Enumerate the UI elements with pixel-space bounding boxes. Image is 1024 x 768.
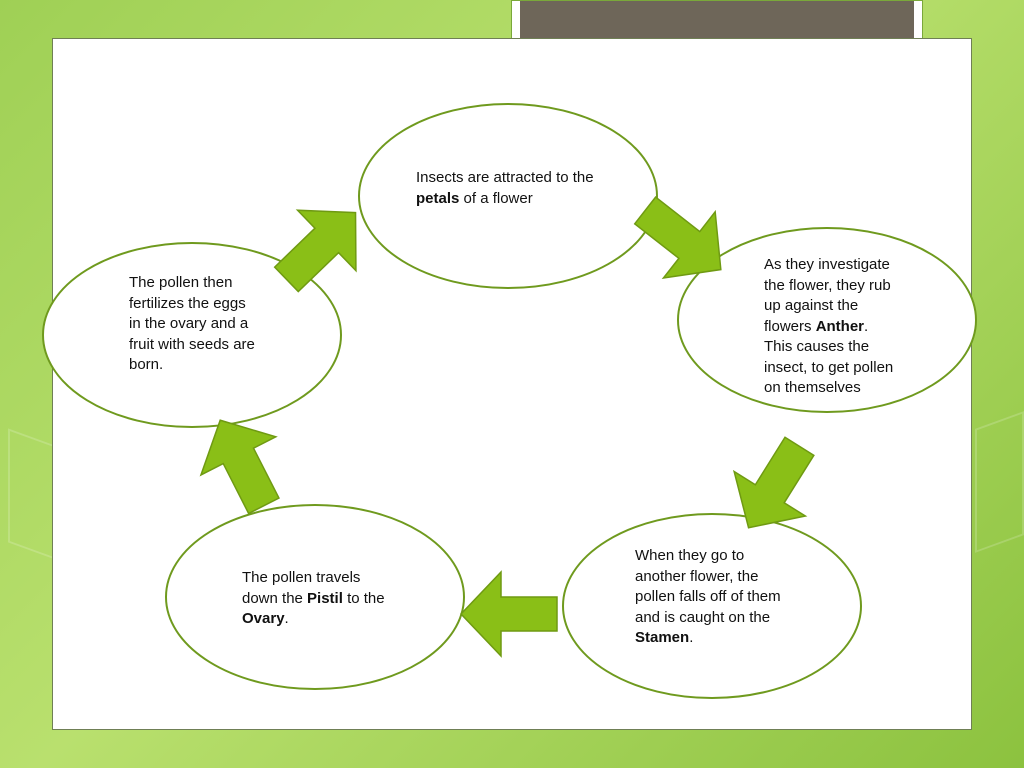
cycle-node-pistil (165, 504, 465, 690)
arrow-anther-to-stamen (732, 436, 815, 529)
arrow-pistil-to-fruit (199, 419, 280, 515)
step-text-pre: As they investigate the flower, they rub… (764, 256, 891, 335)
arrow-petals-to-anther (633, 195, 722, 280)
step-text-post: . (689, 629, 694, 646)
cycle-node-petals (358, 103, 658, 289)
step-text-pre: Insects are attracted to the (416, 169, 594, 186)
step-stamen-text: When they go to another flower, the poll… (635, 546, 785, 649)
cycle-node-stamen (562, 513, 862, 699)
step-text-bold: Anther (815, 317, 865, 335)
step-text-pre: The pollen travels down the (242, 569, 361, 607)
step-petals-text: Insects are attracted to the petals of a… (416, 168, 596, 209)
step-anther-text: As they investigate the flower, they rub… (764, 255, 899, 399)
arrow-stamen-to-pistil (459, 570, 558, 658)
step-text-bold: Stamen (635, 629, 690, 646)
cycle-node-anther (677, 227, 977, 413)
step-pistil-text: The pollen travels down the Pistil to th… (242, 568, 397, 630)
step-text-post: . This causes the insect, to get pollen … (764, 317, 894, 397)
step-text-bold: Pistil (307, 589, 343, 607)
step-text-post: . (284, 610, 289, 627)
step-text-pre: When they go to another flower, the poll… (635, 547, 781, 626)
step-text-bold-2: Ovary (242, 610, 285, 627)
step-text-bold: petals (416, 189, 460, 207)
step-text-pre: The pollen then fertilizes the eggs in t… (129, 274, 255, 373)
arrow-fruit-to-petals (273, 209, 357, 293)
step-fruit-text: The pollen then fertilizes the eggs in t… (129, 273, 259, 376)
cycle-node-fruit (42, 242, 342, 428)
step-text-mid: to the (342, 589, 385, 607)
step-text-post: of a flower (459, 189, 533, 207)
